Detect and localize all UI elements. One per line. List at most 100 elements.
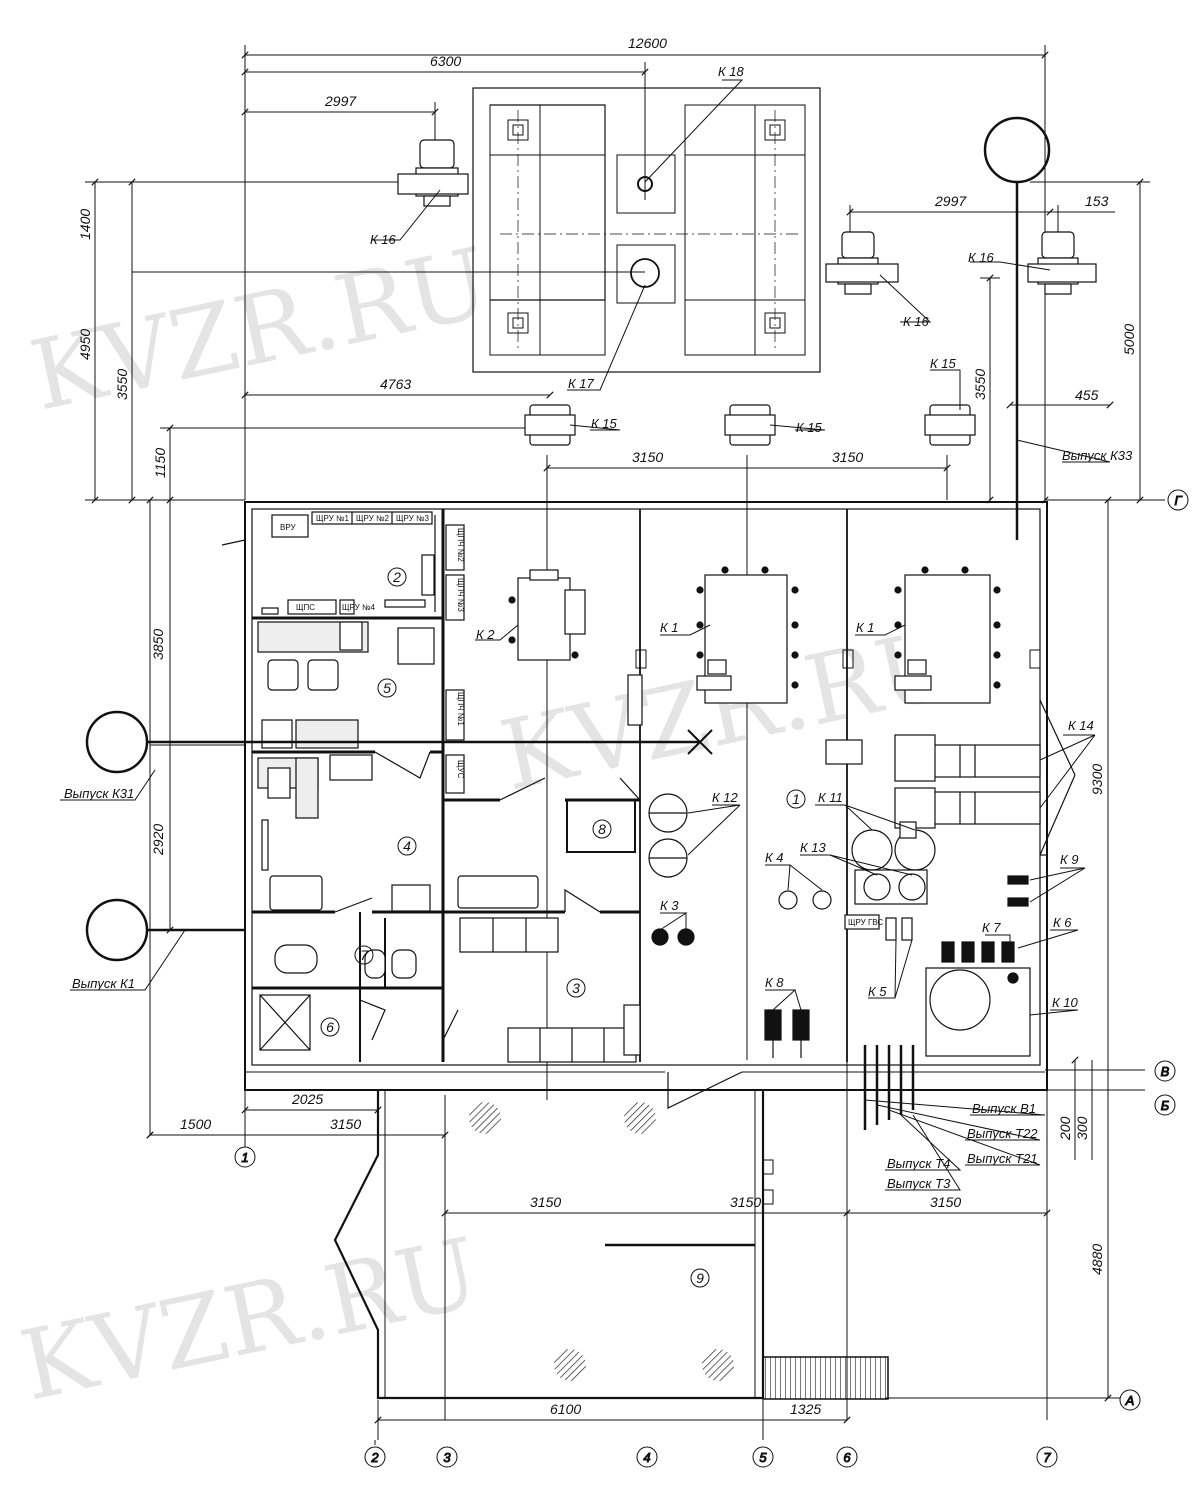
dim-text: 200 (1057, 1116, 1073, 1141)
equipment-labels: К 18 К 17 К 16 К 16 К 16 К 15 К 15 К 15 … (370, 64, 1094, 1010)
svg-text:А: А (1125, 1393, 1135, 1408)
roof-fan-k16-left (397, 139, 469, 207)
label-k11: К 11 (818, 790, 843, 805)
svg-text:3: 3 (443, 1450, 451, 1465)
room-marker-1: 1 (786, 789, 806, 809)
dim-text: 3150 (632, 449, 663, 465)
room-marker-4: 4 (397, 836, 417, 856)
panel-shru2: ЩРУ №2 (356, 514, 390, 523)
room-numbers: 2 5 4 7 6 3 8 1 9 (320, 567, 806, 1288)
label-k9: К 9 (1060, 852, 1079, 867)
label-outlet-v1: Выпуск В1 (972, 1101, 1036, 1116)
annex-room-9 (333, 1090, 889, 1400)
panel-shptch3: ЩПЧ №3 (456, 578, 465, 612)
label-k16: К 16 (968, 250, 995, 265)
dim-text: 153 (1085, 193, 1109, 209)
label-k15: К 15 (796, 420, 823, 435)
label-outlet-k31: Выпуск К31 (64, 786, 134, 801)
leader-lines (60, 79, 1111, 1191)
dim-text: 2997 (934, 193, 967, 209)
label-outlet-t21: Выпуск Т21 (967, 1151, 1038, 1166)
panel-shru4: ЩРУ №4 (342, 603, 376, 612)
label-k5: К 5 (868, 984, 887, 999)
panel-shptch1: ЩПЧ №1 (456, 692, 465, 726)
dim-text: 5000 (1121, 324, 1137, 355)
dim-text: 3150 (330, 1116, 361, 1132)
label-outlet-k1: Выпуск К1 (72, 976, 135, 991)
label-k16: К 16 (370, 232, 397, 247)
axis-marker-V: В (1154, 1060, 1176, 1082)
roof-fan-k16-mid (825, 231, 899, 295)
office-furniture (257, 511, 880, 1063)
dim-text: 1150 (152, 448, 168, 478)
axis-marker-4: 4 (636, 1446, 658, 1468)
outlet-wells-left (85, 710, 713, 962)
svg-text:1: 1 (241, 1150, 248, 1165)
outlet-labels: Выпуск К33 Выпуск К31 Выпуск К1 Выпуск В… (64, 448, 1133, 1191)
axis-marker-B: Б (1154, 1094, 1176, 1116)
label-outlet-t22: Выпуск Т22 (967, 1126, 1038, 1141)
axis-marker-2: 2 (364, 1440, 386, 1468)
axis-marker-3: 3 (436, 1446, 458, 1468)
svg-text:Б: Б (1161, 1098, 1170, 1113)
label-k7: К 7 (982, 920, 1001, 935)
label-k1: К 1 (856, 620, 875, 635)
panel-shus: ЩУС (456, 760, 465, 779)
axis-marker-G: Г (1167, 489, 1189, 511)
label-outlet-k33: Выпуск К33 (1062, 448, 1133, 463)
axis-markers: 1 2 3 4 5 6 7 А Б В Г (234, 489, 1189, 1468)
svg-text:В: В (1161, 1064, 1170, 1079)
label-outlet-t4: Выпуск Т4 (887, 1156, 950, 1171)
svg-text:7: 7 (360, 947, 369, 963)
label-k4: К 4 (765, 850, 784, 865)
outlet-pipes (863, 1045, 915, 1130)
dim-text: 3550 (972, 369, 988, 400)
label-k2: К 2 (476, 627, 495, 642)
label-k12: К 12 (712, 790, 739, 805)
svg-text:9: 9 (696, 1270, 704, 1286)
label-k1: К 1 (660, 620, 679, 635)
watermark-text: KVZR.RU (11, 1217, 488, 1423)
label-k13: К 13 (800, 840, 827, 855)
svg-text:7: 7 (1043, 1450, 1051, 1465)
room-marker-3: 3 (566, 978, 586, 998)
dim-text: 2920 (150, 824, 166, 856)
label-k15: К 15 (930, 356, 957, 371)
process-equipment (508, 566, 1041, 1058)
svg-text:5: 5 (383, 680, 391, 696)
room-marker-2: 2 (387, 567, 407, 587)
dim-text: 1325 (790, 1401, 821, 1417)
dim-text: 3150 (832, 449, 863, 465)
dimension-texts: 12600 6300 2997 2997 153 1400 4950 3550 … (77, 35, 1137, 1417)
svg-text:4: 4 (403, 838, 411, 854)
panel-shru3: ЩРУ №3 (396, 514, 430, 523)
panel-shptch2: ЩПЧ №2 (456, 528, 465, 562)
label-outlet-t3: Выпуск Т3 (887, 1176, 951, 1191)
dim-text: 6100 (550, 1401, 581, 1417)
room-marker-9: 9 (690, 1268, 710, 1288)
dim-text: 4950 (77, 329, 93, 360)
dim-text: 12600 (628, 35, 667, 51)
label-k15: К 15 (591, 416, 618, 431)
dim-text: 3150 (930, 1194, 961, 1210)
dim-text: 455 (1075, 387, 1099, 403)
svg-text:1: 1 (792, 791, 800, 807)
room-marker-5: 5 (377, 678, 397, 698)
label-k14: К 14 (1068, 718, 1094, 733)
panel-shru1: ЩРУ №1 (316, 514, 350, 523)
axis-marker-1: 1 (234, 1145, 256, 1168)
room-marker-7: 7 (354, 945, 374, 965)
roof-fan-k15-group (524, 404, 976, 446)
dim-text: 2025 (291, 1091, 323, 1107)
axis-marker-A: А (1119, 1389, 1141, 1411)
dim-text: 1500 (180, 1116, 211, 1132)
dim-text: 1400 (77, 209, 93, 240)
label-k18: К 18 (718, 64, 745, 79)
axis-marker-7: 7 (1036, 1446, 1058, 1468)
dim-text: 4880 (1089, 1244, 1105, 1275)
dim-text: 3150 (730, 1194, 761, 1210)
dim-text: 3150 (530, 1194, 561, 1210)
dim-text: 6300 (430, 53, 461, 69)
dim-text: 3850 (150, 629, 166, 660)
roof-fan-k16-right (1027, 231, 1097, 295)
